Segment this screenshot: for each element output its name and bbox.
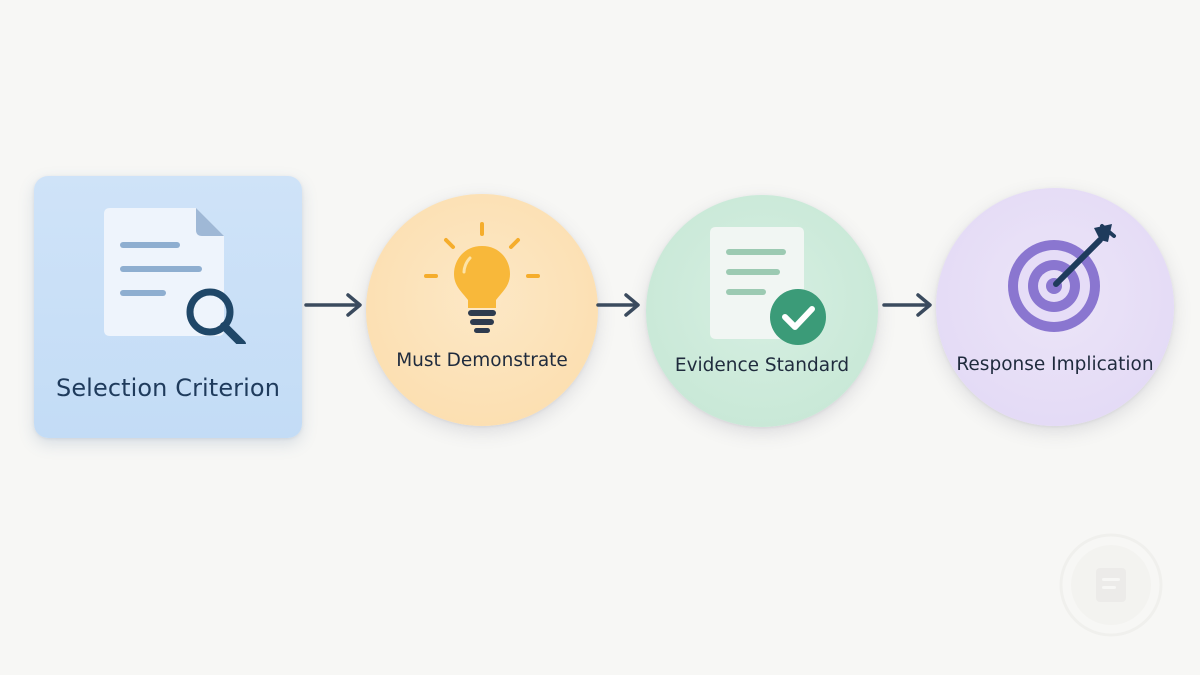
step-must-demonstrate: Must Demonstrate xyxy=(366,194,598,426)
lightbulb-icon xyxy=(424,222,540,333)
step-label: Evidence Standard xyxy=(674,355,850,376)
arrow-right-icon xyxy=(304,293,362,317)
step-response-implication: Response Implication xyxy=(936,188,1174,426)
document-search-icon xyxy=(104,208,246,344)
step-label: Response Implication xyxy=(956,354,1154,375)
step-selection-criterion: Selection Criterion xyxy=(34,176,302,438)
target-arrow-icon xyxy=(1008,224,1116,332)
watermark-logo-icon xyxy=(1059,533,1163,637)
step-label: Must Demonstrate xyxy=(396,350,568,371)
step-evidence-standard: Evidence Standard xyxy=(646,195,878,427)
arrow-right-icon xyxy=(882,293,932,317)
document-check-icon xyxy=(710,227,826,345)
step-label: Selection Criterion xyxy=(55,374,281,402)
arrow-right-icon xyxy=(596,293,640,317)
